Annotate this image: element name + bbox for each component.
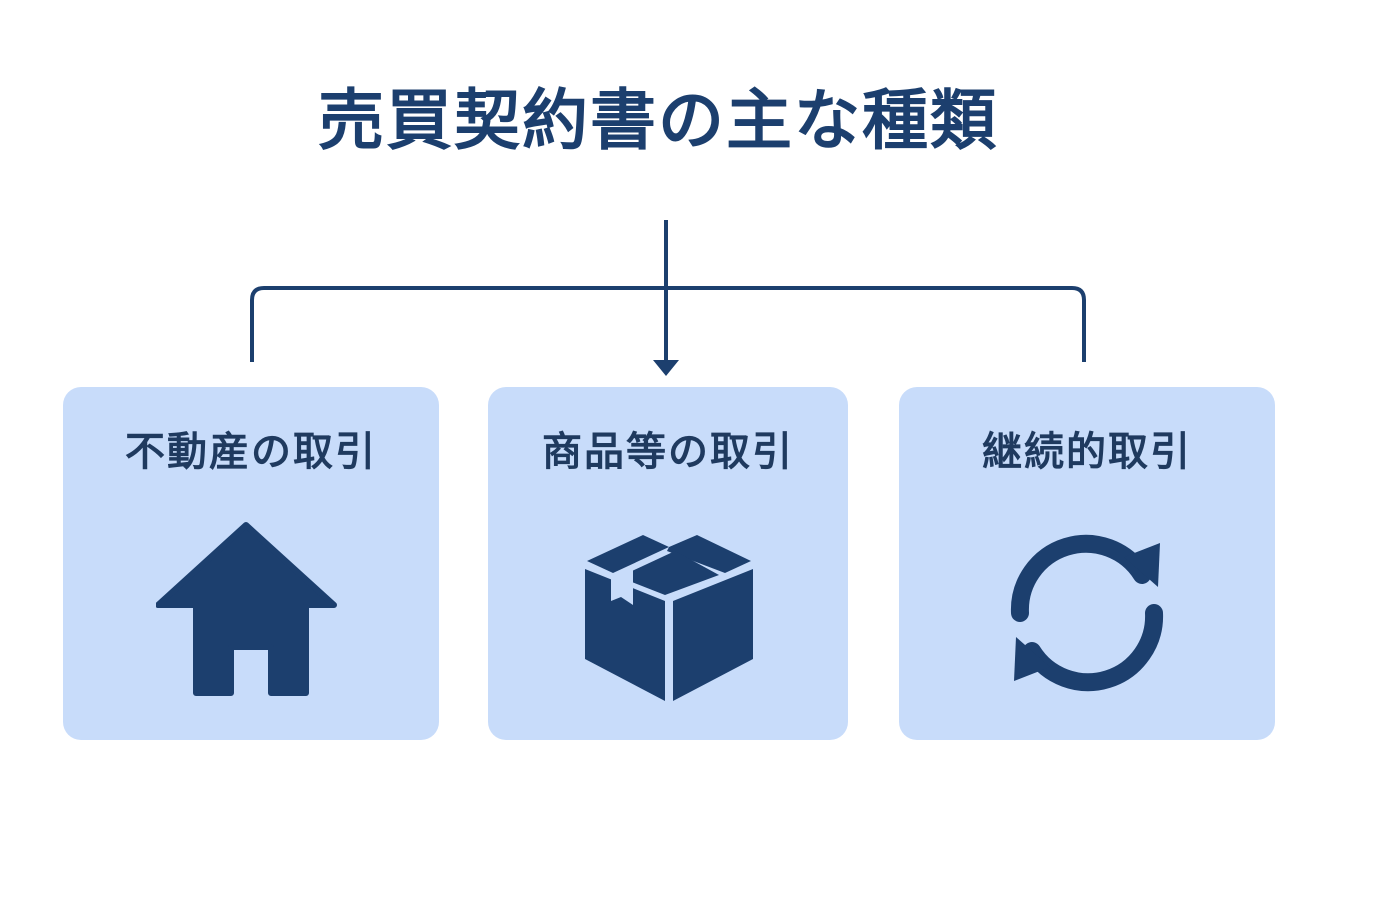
card-real-estate-label: 不動産の取引 [125, 429, 377, 475]
card-goods-label: 商品等の取引 [542, 429, 794, 475]
arrow-head-icon [653, 360, 679, 376]
card-continuous: 継続的取引 [899, 387, 1275, 740]
package-box-icon [573, 517, 763, 707]
house-icon [156, 517, 346, 707]
card-continuous-label: 継続的取引 [982, 429, 1192, 475]
refresh-cycle-icon [992, 517, 1182, 707]
card-goods: 商品等の取引 [488, 387, 848, 740]
card-real-estate: 不動産の取引 [63, 387, 439, 740]
diagram-title: 売買契約書の主な種類 [318, 82, 998, 159]
branch-bracket-line [250, 286, 1086, 362]
